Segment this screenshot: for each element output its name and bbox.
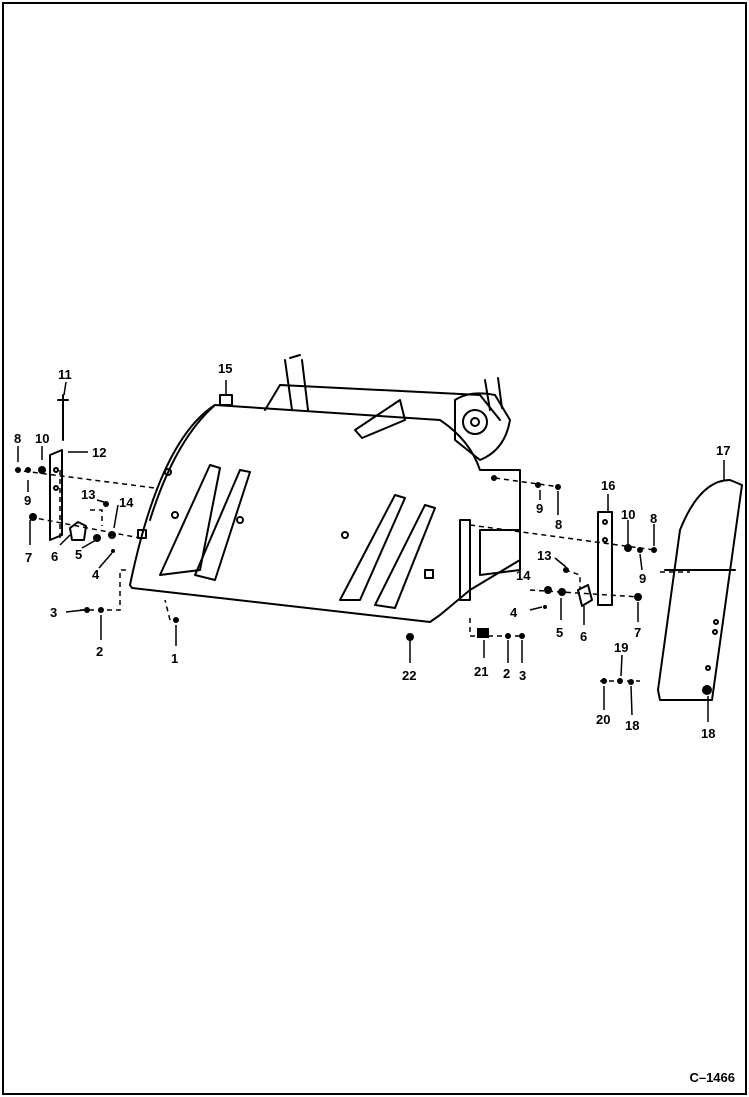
figure-code: C–1466 — [689, 1070, 735, 1085]
part-11-bolt — [57, 394, 69, 441]
callout-10: 10 — [35, 431, 50, 446]
callout-2: 2 — [96, 644, 104, 659]
callout-12: 12 — [92, 445, 107, 460]
callout-14: 14 — [516, 568, 531, 583]
callout-13: 13 — [81, 487, 96, 502]
part-6-bushing-right — [577, 584, 593, 607]
callout-8: 8 — [555, 517, 563, 532]
callout-16: 16 — [601, 478, 616, 493]
callout-10: 10 — [621, 507, 636, 522]
callout-19: 19 — [614, 640, 629, 655]
callout-13: 13 — [537, 548, 552, 563]
callout-7: 7 — [25, 550, 33, 565]
callout-4: 4 — [510, 605, 518, 620]
callout-9: 9 — [536, 501, 544, 516]
part-6-bushing-left — [69, 521, 87, 541]
callout-5: 5 — [556, 625, 564, 640]
callout-7: 7 — [634, 625, 642, 640]
callout-1: 1 — [171, 651, 179, 666]
callout-2: 2 — [503, 666, 511, 681]
callout-17: 17 — [716, 443, 731, 458]
callout-18: 18 — [701, 726, 716, 741]
callout-8: 8 — [14, 431, 22, 446]
part-12-bracket — [49, 449, 63, 541]
callout-9: 9 — [24, 493, 32, 508]
part-16-bracket — [597, 511, 613, 606]
callout-6: 6 — [580, 629, 588, 644]
callout-4: 4 — [92, 567, 100, 582]
callout-6: 6 — [51, 549, 59, 564]
callout-21: 21 — [474, 664, 489, 679]
callout-15: 15 — [218, 361, 233, 376]
callout-14: 14 — [119, 495, 134, 510]
main-body-assembly — [129, 354, 521, 623]
part-17-side-panel — [657, 479, 743, 701]
callout-20: 20 — [596, 712, 611, 727]
callout-9: 9 — [639, 571, 647, 586]
callout-3: 3 — [50, 605, 58, 620]
callout-18: 18 — [625, 718, 640, 733]
callout-22: 22 — [402, 668, 417, 683]
callout-11: 11 — [58, 367, 72, 382]
callout-3: 3 — [519, 668, 527, 683]
callout-8: 8 — [650, 511, 658, 526]
callout-5: 5 — [75, 547, 83, 562]
